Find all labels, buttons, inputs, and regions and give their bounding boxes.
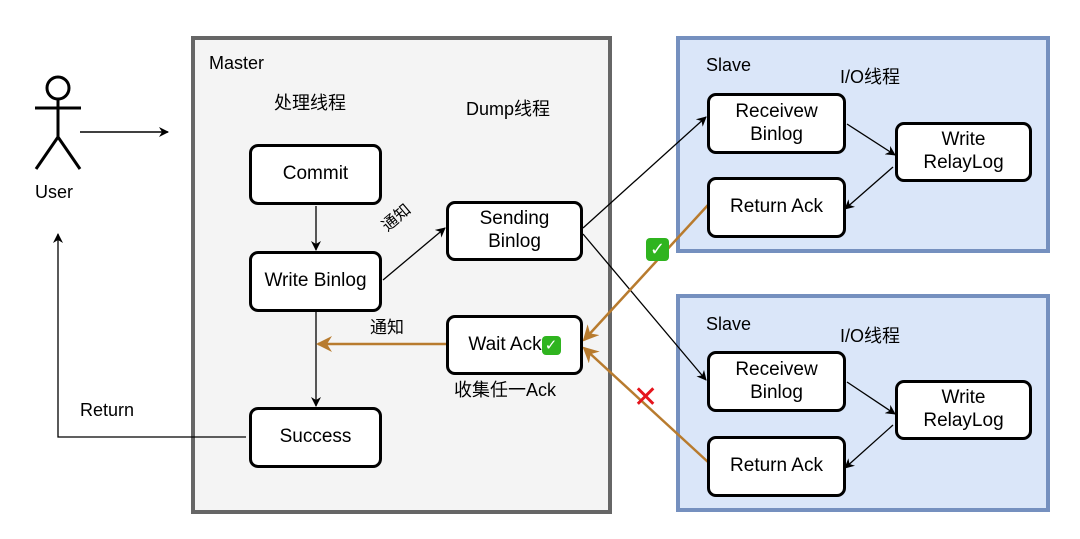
slave2-receive-label: Receivew Binlog — [735, 358, 818, 403]
ack-failed-cross-icon: ✕ — [633, 380, 659, 415]
return-label: Return — [80, 400, 135, 420]
write-binlog-node-label: Write Binlog — [264, 270, 367, 292]
process-thread-label: 处理线程 — [274, 93, 346, 113]
dump-thread-label: Dump线程 — [466, 99, 551, 119]
slave1-return-ack-label: Return Ack — [730, 196, 823, 218]
notify-back-label: 通知 — [370, 318, 404, 337]
sending-binlog-node-label: Sending Binlog — [479, 208, 550, 252]
check-icon: ✓ — [541, 335, 561, 355]
edge-ack-slave2-to-wait — [582, 346, 709, 463]
master-title: Master — [209, 53, 265, 73]
slave2-receive-binlog-node[interactable]: Receivew Binlog — [707, 351, 846, 412]
edge-sending-to-slave2 — [582, 233, 707, 381]
user-label: User — [35, 182, 74, 202]
edge-s2-receive-to-write — [846, 381, 896, 415]
slave1-receive-binlog-node[interactable]: Receivew Binlog — [707, 93, 846, 154]
slave1-receive-label: Receivew Binlog — [735, 100, 818, 145]
slave2-return-ack-label: Return Ack — [730, 455, 823, 477]
ack-success-check-icon: ✓ — [646, 238, 669, 261]
slave1-return-ack-node[interactable]: Return Ack — [707, 177, 846, 238]
edge-success-return-user — [53, 233, 246, 438]
wait-ack-node-label: Wait Ack — [468, 333, 542, 355]
edge-s1-write-to-return — [844, 166, 894, 210]
edge-s2-write-to-return — [844, 424, 894, 469]
write-binlog-node[interactable]: Write Binlog — [249, 251, 382, 312]
slave2-write-relaylog-node[interactable]: Write RelayLog — [895, 380, 1032, 440]
success-node-label: Success — [279, 426, 352, 448]
slave2-title: Slave — [706, 314, 752, 334]
collect-ack-label: 收集任一Ack — [454, 380, 557, 400]
slave1-write-relaylog-node[interactable]: Write RelayLog — [895, 122, 1032, 182]
commit-node[interactable]: Commit — [249, 144, 382, 205]
edge-sending-to-slave1 — [582, 116, 707, 229]
slave2-write-relay-label: Write RelayLog — [923, 387, 1004, 431]
edge-ack-slave1-to-wait — [582, 204, 709, 342]
slave1-title: Slave — [706, 55, 752, 75]
user-actor-icon — [34, 75, 82, 170]
slave1-write-relay-label: Write RelayLog — [923, 129, 1004, 173]
edge-write-to-sending — [382, 227, 446, 281]
edge-s1-receive-to-write — [846, 123, 896, 156]
sending-binlog-node[interactable]: Sending Binlog — [446, 201, 583, 261]
slave2-io-thread-label: I/O线程 — [840, 326, 901, 346]
wait-ack-node[interactable]: Wait Ack✓ — [446, 315, 583, 375]
commit-node-label: Commit — [282, 163, 349, 185]
success-node[interactable]: Success — [249, 407, 382, 468]
slave2-return-ack-node[interactable]: Return Ack — [707, 436, 846, 497]
slave1-io-thread-label: I/O线程 — [840, 67, 901, 87]
